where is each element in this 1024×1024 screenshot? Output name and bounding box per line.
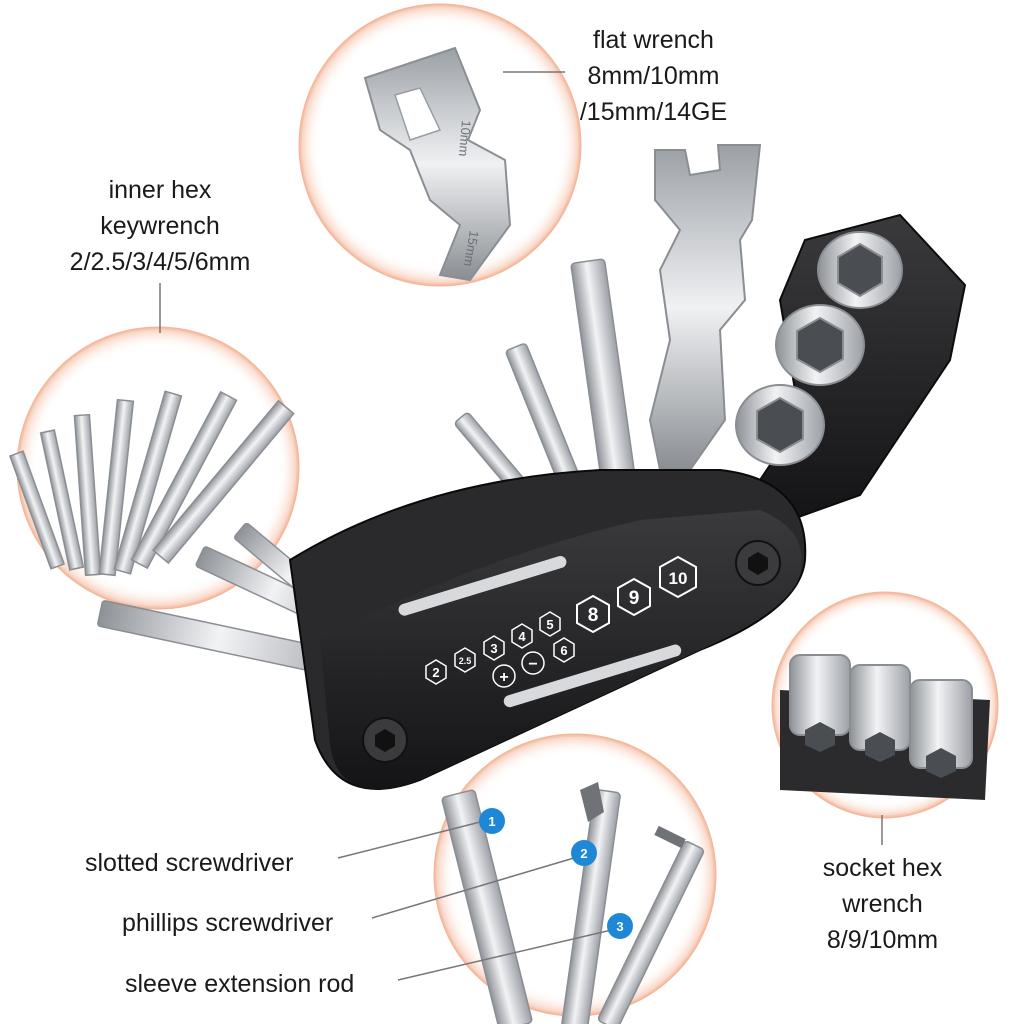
- phillips-screwdriver-label: phillips screwdriver: [122, 909, 334, 937]
- svg-text:6: 6: [560, 643, 567, 658]
- svg-text:8: 8: [588, 605, 599, 626]
- svg-text:3: 3: [616, 919, 623, 934]
- svg-text:2: 2: [580, 846, 587, 861]
- flat-wrench-label: flat wrench 8mm/10mm /15mm/14GE: [579, 26, 728, 126]
- sleeve-extension-rod-label: sleeve extension rod: [125, 970, 355, 998]
- slotted-screwdriver-label: slotted screwdriver: [85, 849, 294, 877]
- multi-tool: 2 2.5 3 4 5 6 + − 8 9 10: [97, 144, 967, 790]
- badge-2: 2: [571, 840, 597, 866]
- hex-size-markings: 2 2.5 3 4 5 6 + − 8 9 10: [425, 555, 697, 688]
- badge-3: 3: [607, 913, 633, 939]
- socket-label: socket hex wrench 8/9/10mm: [822, 854, 943, 954]
- svg-text:1: 1: [488, 814, 495, 829]
- svg-text:9: 9: [629, 588, 640, 609]
- socket-group: [735, 231, 903, 466]
- hex-key-zoom: [8, 326, 300, 610]
- svg-text:5: 5: [546, 617, 553, 632]
- badge-1: 1: [479, 808, 505, 834]
- phillips-leader: [371, 854, 585, 919]
- hex-key-label: inner hex keywrench 2/2.5/3/4/5/6mm: [69, 176, 251, 276]
- wrench-stamp-10mm: 10mm: [456, 120, 474, 157]
- svg-text:2: 2: [432, 665, 439, 680]
- svg-text:4: 4: [518, 629, 526, 644]
- svg-text:10: 10: [669, 569, 688, 588]
- screwdriver-zoom: [433, 733, 717, 1024]
- svg-text:2.5: 2.5: [459, 656, 472, 666]
- wrench-stamp-15mm: 15mm: [461, 229, 482, 267]
- slotted-leader: [337, 819, 489, 859]
- svg-text:+: +: [499, 669, 508, 686]
- svg-text:−: −: [528, 656, 537, 673]
- sleeve-leader: [397, 927, 621, 981]
- socket-zoom: [771, 591, 999, 819]
- flat-wrench-zoom: 10mm 15mm: [298, 3, 582, 287]
- svg-text:3: 3: [490, 641, 497, 656]
